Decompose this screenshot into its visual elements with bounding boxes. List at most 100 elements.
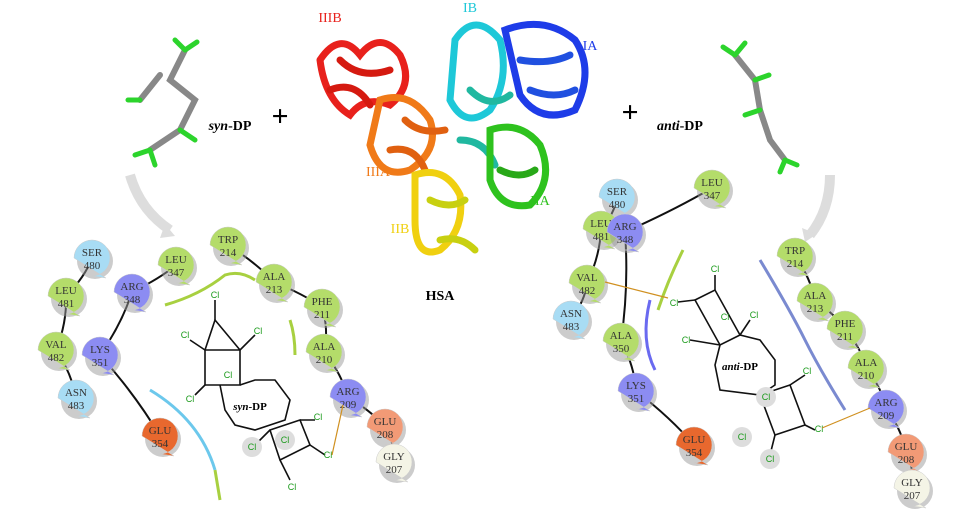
residue-name: GLU bbox=[895, 441, 918, 453]
residue-number: 214 bbox=[787, 258, 804, 270]
hbond-arg209-anti bbox=[821, 407, 871, 429]
residue-number: 348 bbox=[124, 294, 141, 306]
anti-chlorine-atom: Cl bbox=[738, 432, 747, 442]
residue-number: 480 bbox=[609, 199, 626, 211]
residue-number: 354 bbox=[686, 447, 703, 459]
residue-name: GLU bbox=[374, 416, 397, 428]
residue-number: 351 bbox=[92, 357, 109, 369]
residue-name: LEU bbox=[165, 254, 186, 266]
residue-name: PHE bbox=[312, 296, 333, 308]
anti-dp-structure bbox=[677, 275, 816, 456]
residue-number: 208 bbox=[898, 454, 915, 466]
residue-number: 481 bbox=[58, 298, 75, 310]
residue-number: 354 bbox=[152, 438, 169, 450]
anti-chlorine-atom: Cl bbox=[670, 298, 679, 308]
anti-dp-center-label: anti-DP bbox=[722, 361, 758, 373]
residue-name: ALA bbox=[804, 290, 827, 302]
syn-dp-center-label: syn-DP bbox=[232, 401, 267, 413]
residue-name: LEU bbox=[590, 218, 611, 230]
residue-number: 351 bbox=[628, 393, 645, 405]
residue-number: 213 bbox=[807, 303, 824, 315]
domain-label-iia: IIA bbox=[530, 194, 550, 209]
residue-number: 481 bbox=[593, 231, 610, 243]
plus-sign-right: + bbox=[621, 96, 638, 129]
syn-chlorine-atom: Cl bbox=[324, 450, 333, 460]
residue-name: ARG bbox=[613, 221, 636, 233]
residue-number: 209 bbox=[878, 410, 895, 422]
anti-dp-3d-model bbox=[720, 40, 800, 175]
hbond-arg209-syn bbox=[331, 404, 344, 456]
residue-name: GLY bbox=[383, 451, 405, 463]
anti-chlorine-atom: Cl bbox=[721, 312, 730, 322]
residue-name: ARG bbox=[874, 397, 897, 409]
syn-chlorine-atom: Cl bbox=[288, 482, 297, 492]
syn-chlorine-atom: Cl bbox=[181, 330, 190, 340]
syn-dp-3d-model bbox=[125, 37, 200, 168]
domain-label-iiia: IIIA bbox=[366, 165, 391, 180]
syn-chlorine-atom: Cl bbox=[186, 394, 195, 404]
domain-label-ib: IB bbox=[463, 1, 477, 16]
residue-number: 483 bbox=[68, 400, 85, 412]
residue-number: 208 bbox=[377, 429, 394, 441]
syn-chlorine-atom: Cl bbox=[254, 326, 263, 336]
anti-chlorine-atom: Cl bbox=[750, 310, 759, 320]
syn-chlorine-atom: Cl bbox=[281, 435, 290, 445]
residue-name: SER bbox=[82, 247, 103, 259]
residue-number: 211 bbox=[314, 309, 330, 321]
residue-name: ALA bbox=[263, 271, 286, 283]
hsa-protein-structure bbox=[316, 20, 589, 256]
residue-name: LYS bbox=[626, 380, 646, 392]
residue-name: LYS bbox=[90, 344, 110, 356]
residue-number: 214 bbox=[220, 247, 237, 259]
anti-chlorine-atom: Cl bbox=[803, 366, 812, 376]
residue-name: ARG bbox=[120, 281, 143, 293]
residue-number: 213 bbox=[266, 284, 283, 296]
residue-number: 211 bbox=[837, 331, 853, 343]
syn-chlorine-atom: Cl bbox=[211, 290, 220, 300]
residue-name: TRP bbox=[218, 234, 238, 246]
residue-number: 347 bbox=[704, 190, 721, 202]
residue-number: 480 bbox=[84, 260, 101, 272]
residue-name: ALA bbox=[313, 341, 336, 353]
arrow-left bbox=[125, 173, 173, 235]
residue-number: 209 bbox=[340, 399, 357, 411]
pocket-contours bbox=[149, 249, 847, 501]
syn-chlorine-atom: Cl bbox=[314, 412, 323, 422]
anti-dp-label: anti-DP bbox=[657, 119, 703, 134]
residue-number: 348 bbox=[617, 234, 634, 246]
domain-label-ia: IA bbox=[583, 39, 599, 54]
residue-name: LEU bbox=[55, 285, 76, 297]
residue-name: GLU bbox=[683, 434, 706, 446]
residue-name: LEU bbox=[701, 177, 722, 189]
anti-chlorine-atom: Cl bbox=[766, 454, 775, 464]
domain-label-iiib: IIIB bbox=[318, 11, 341, 26]
residue-name: TRP bbox=[785, 245, 805, 257]
residue-name: ASN bbox=[560, 308, 582, 320]
residue-number: 482 bbox=[579, 285, 596, 297]
plus-sign-left: + bbox=[271, 100, 288, 133]
